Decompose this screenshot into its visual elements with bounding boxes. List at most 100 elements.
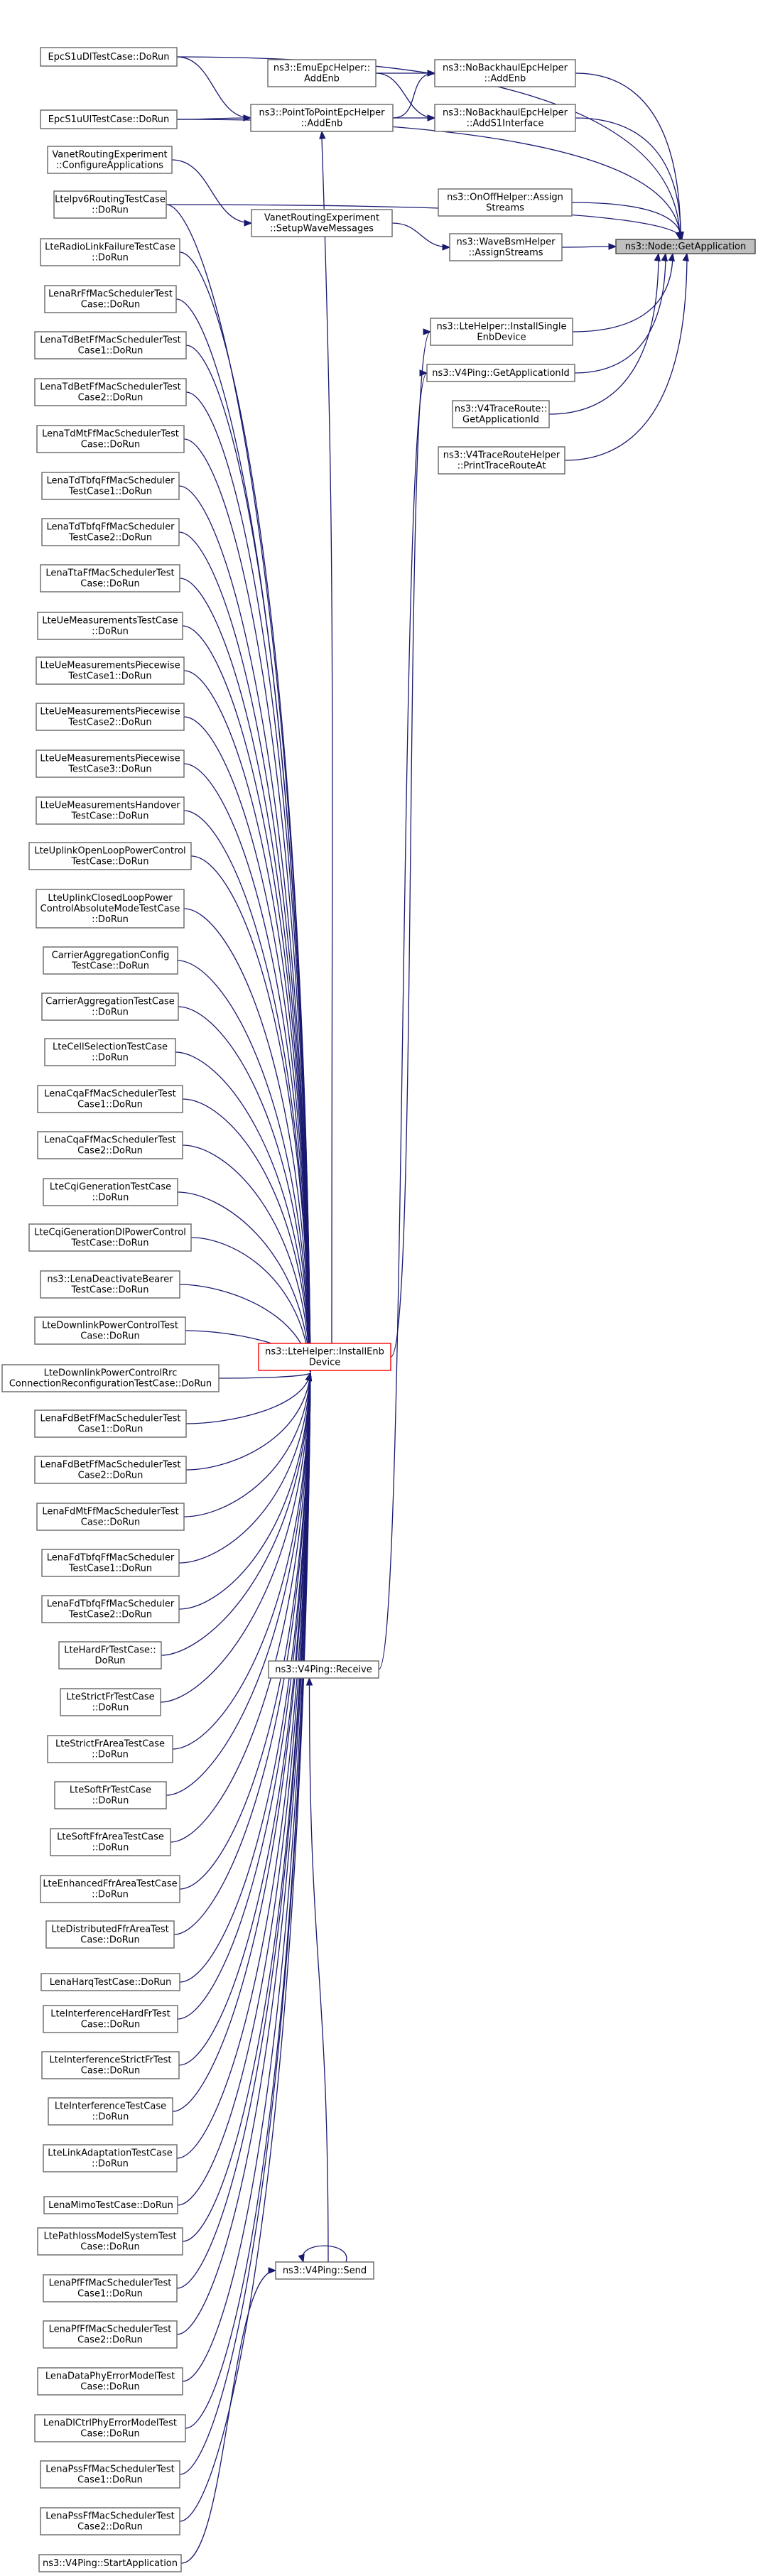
graph-node-vanet-setup[interactable]: VanetRoutingExperiment::SetupWaveMessage…	[251, 209, 393, 237]
graph-edge	[190, 1237, 311, 1373]
graph-edge	[178, 485, 311, 1373]
node-label-line: EpcS1uDlTestCase::DoRun	[48, 52, 169, 63]
graph-node-cqi-gen[interactable]: LteCqiGenerationTestCase::DoRun	[43, 1178, 178, 1206]
node-label-line: Case::DoRun	[81, 2066, 140, 2077]
node-box	[54, 1781, 167, 1809]
node-label-line: TestCase::DoRun	[70, 857, 148, 867]
graph-node-cell-selection[interactable]: LteCellSelectionTestCase::DoRun	[44, 1038, 176, 1066]
graph-node-dl-pc-rrc[interactable]: LteDownlinkPowerControlRrcConnectionReco…	[1, 1364, 220, 1392]
graph-node-strict-fr-area[interactable]: LteStrictFrAreaTestCase::DoRun	[47, 1735, 173, 1763]
edge-arrowhead	[427, 114, 436, 121]
graph-edge	[390, 331, 431, 1358]
node-label-line: ::DoRun	[92, 914, 129, 925]
node-label-line: LteUeMeasurementsPiecewise	[40, 707, 180, 718]
node-label-line: LteUeMeasurementsHandover	[40, 801, 180, 811]
graph-node-soft-ffr-area[interactable]: LteSoftFfrAreaTestCase::DoRun	[50, 1828, 171, 1856]
node-label-line: LenaPfFfMacSchedulerTest	[49, 2278, 172, 2289]
graph-node-soft-fr[interactable]: LteSoftFrTestCase::DoRun	[54, 1781, 167, 1809]
graph-node-mimo[interactable]: LenaMimoTestCase::DoRun	[43, 2196, 178, 2214]
graph-node-v4traceroute-getappid[interactable]: ns3::V4TraceRoute::GetApplicationId	[452, 400, 550, 428]
graph-node-ue-meas-pw1[interactable]: LteUeMeasurementsPiecewiseTestCase1::DoR…	[36, 656, 185, 685]
graph-node-ue-meas-pw2[interactable]: LteUeMeasurementsPiecewiseTestCase2::DoR…	[36, 703, 185, 731]
node-label-line: TestCase1::DoRun	[68, 1564, 152, 1574]
graph-node-get-application[interactable]: ns3::Node::GetApplication	[615, 239, 756, 254]
graph-node-epc-s1u-ul[interactable]: EpcS1uUlTestCase::DoRun	[40, 109, 178, 129]
graph-node-nobackhaul-addenb[interactable]: ns3::NoBackhaulEpcHelper::AddEnb	[434, 59, 576, 87]
graph-node-strict-fr[interactable]: LteStrictFrTestCase::DoRun	[60, 1688, 161, 1716]
graph-node-enhanced-ffr[interactable]: LteEnhancedFfrAreaTestCase::DoRun	[40, 1875, 180, 1903]
graph-node-epc-s1u-dl[interactable]: EpcS1uDlTestCase::DoRun	[40, 47, 178, 67]
graph-node-ipv6-routing[interactable]: LteIpv6RoutingTestCase::DoRun	[53, 190, 167, 219]
graph-node-onoff-assign[interactable]: ns3::OnOffHelper::AssignStreams	[438, 188, 573, 217]
graph-node-v4ping-start[interactable]: ns3::V4Ping::StartApplication	[38, 2554, 182, 2572]
node-box	[40, 1875, 180, 1903]
graph-edge	[182, 1098, 311, 1373]
node-label-line: LenaTtaFfMacSchedulerTest	[45, 568, 174, 579]
graph-node-v4traceroute-print[interactable]: ns3::V4TraceRouteHelper::PrintTraceRoute…	[438, 446, 565, 475]
graph-node-ul-closed-loop[interactable]: LteUplinkClosedLoopPowerControlAbsoluteM…	[36, 889, 185, 929]
node-box	[36, 1503, 185, 1531]
graph-node-ca-test[interactable]: CarrierAggregationTestCase::DoRun	[41, 992, 179, 1021]
graph-edge	[575, 72, 681, 240]
node-label-line: Case::DoRun	[80, 2242, 139, 2253]
graph-node-v4ping-getappid[interactable]: ns3::V4Ping::GetApplicationId	[426, 364, 575, 382]
graph-node-ul-open-loop[interactable]: LteUplinkOpenLoopPowerControlTestCase::D…	[28, 842, 192, 870]
edge-arrowhead	[244, 220, 253, 227]
node-box	[40, 2460, 180, 2489]
graph-node-vanet-configure[interactable]: VanetRoutingExperiment::ConfigureApplica…	[47, 146, 173, 174]
node-label-line: LenaTdTbfqFfMacScheduler	[47, 522, 175, 533]
graph-node-hard-fr[interactable]: LteHardFrTestCase::DoRun	[58, 1641, 162, 1669]
graph-node-ue-meas-pw3[interactable]: LteUeMeasurementsPiecewiseTestCase3::DoR…	[36, 749, 185, 778]
graph-node-radio-link-failure[interactable]: LteRadioLinkFailureTestCase::DoRun	[40, 238, 180, 266]
node-label-line: LenaTdBetFfMacSchedulerTest	[40, 335, 181, 346]
node-box	[37, 1085, 183, 1113]
graph-node-p2p-epc[interactable]: ns3::PointToPointEpcHelper::AddEnb	[250, 104, 394, 132]
graph-node-v4ping-receive[interactable]: ns3::V4Ping::Receive	[268, 1660, 379, 1679]
graph-node-wave-bsm[interactable]: ns3::WaveBsmHelper::AssignStreams	[449, 233, 563, 261]
graph-node-nobackhaul-adds1[interactable]: ns3::NoBackhaulEpcHelper::AddS1Interface	[434, 104, 576, 132]
graph-node-v4ping-send[interactable]: ns3::V4Ping::Send	[275, 2261, 374, 2280]
graph-node-interference[interactable]: LteInterferenceTestCase::DoRun	[48, 2097, 173, 2126]
node-label-line: Device	[309, 1358, 340, 1368]
graph-edge	[183, 670, 311, 1373]
graph-edge	[571, 202, 682, 240]
graph-node-harq[interactable]: LenaHarqTestCase::DoRun	[40, 1973, 180, 1991]
graph-node-cqi-gen-dl-pc[interactable]: LteCqiGenerationDlPowerControlTestCase::…	[28, 1223, 192, 1252]
edge-arrowhead	[423, 328, 432, 335]
node-box	[434, 59, 576, 87]
graph-node-emu-epc[interactable]: ns3::EmuEpcHelper::AddEnb	[267, 59, 377, 87]
node-box	[41, 472, 180, 500]
graph-node-ue-meas[interactable]: LteUeMeasurementsTestCase::DoRun	[37, 612, 183, 640]
graph-node-link-adaptation[interactable]: LteLinkAdaptationTestCase::DoRun	[43, 2144, 178, 2172]
